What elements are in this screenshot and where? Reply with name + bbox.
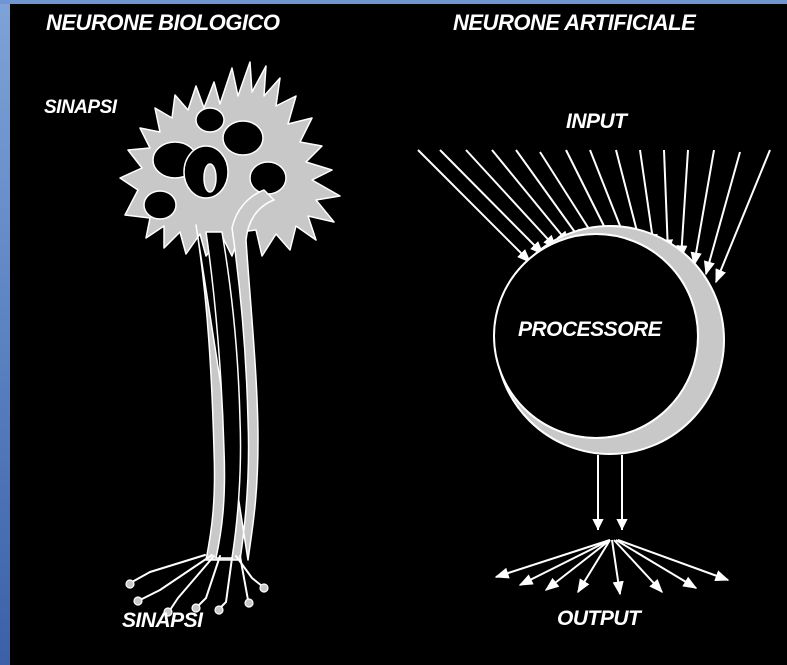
artificial-neuron xyxy=(418,150,770,594)
biological-neuron xyxy=(120,62,340,616)
output-arrow xyxy=(546,540,610,590)
processor-label: PROCESSORE xyxy=(518,319,661,340)
input-arrow xyxy=(716,150,770,282)
artificial-neuron-title: NEURONE ARTIFICIALE xyxy=(453,12,695,34)
input-arrow xyxy=(694,150,714,265)
biological-neuron-title: NEURONE BIOLOGICO xyxy=(46,12,280,34)
output-trunk xyxy=(594,455,626,530)
input-arrow xyxy=(466,150,556,248)
input-arrow xyxy=(664,150,668,252)
input-label: INPUT xyxy=(566,111,627,132)
output-arrow xyxy=(496,540,610,577)
output-label: OUTPUT xyxy=(557,608,640,629)
input-arrow xyxy=(418,150,530,262)
input-arrow xyxy=(681,150,688,258)
synapse-top-label: SINAPSI xyxy=(44,98,117,117)
output-arrow xyxy=(612,540,620,594)
synapse-bottom-label: SINAPSI xyxy=(122,610,203,631)
input-arrow xyxy=(492,150,569,244)
output-arrows xyxy=(496,540,728,594)
axon-terminals xyxy=(132,555,262,610)
